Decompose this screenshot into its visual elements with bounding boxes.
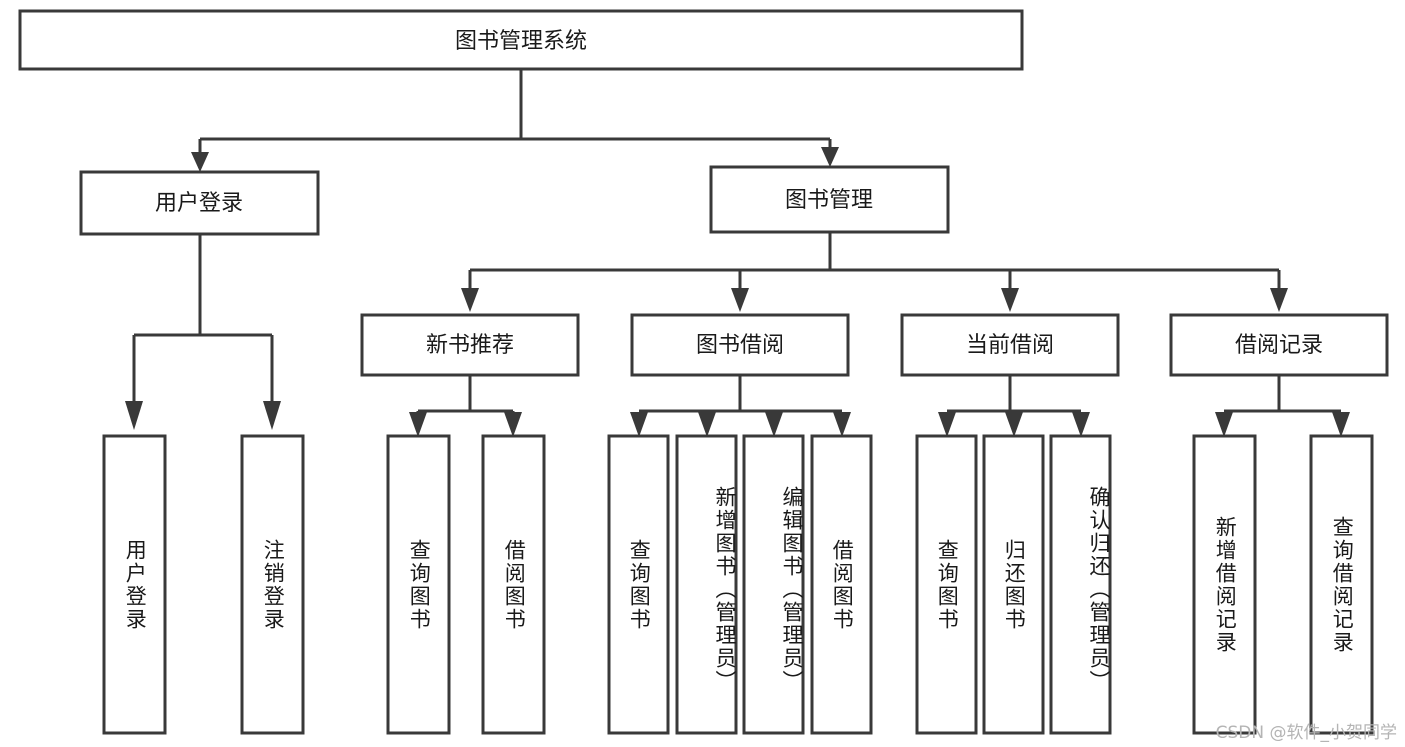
edge-group-current-borrow xyxy=(938,375,1090,437)
arrow-cb-to-l3 xyxy=(1072,412,1090,437)
arrow-bb-to-l2 xyxy=(698,412,716,437)
leaf-box-borrow-book-1[interactable] xyxy=(481,434,546,735)
user-login-box[interactable] xyxy=(79,170,320,236)
leaf-box-logout[interactable] xyxy=(240,434,305,735)
arrow-bm-to-record xyxy=(1270,288,1288,312)
arrow-bb-to-l3 xyxy=(765,412,783,437)
root-label: 图书管理系统 xyxy=(455,29,587,54)
node-user-login[interactable]: 用户登录 xyxy=(79,170,320,236)
edge-group-new-book-rec xyxy=(409,375,522,437)
leaf-box-query-book-2[interactable] xyxy=(607,434,670,735)
arrow-root-to-book-manage xyxy=(821,147,839,167)
borrow-record-label: 借阅记录 xyxy=(1235,333,1323,358)
node-root[interactable]: 图书管理系统 xyxy=(18,9,1024,71)
leaf-box-confirm-return[interactable] xyxy=(1049,434,1112,735)
new-book-rec-label: 新书推荐 xyxy=(426,333,514,358)
node-book-manage[interactable]: 图书管理 xyxy=(709,165,950,234)
new-book-rec-box[interactable] xyxy=(360,313,580,377)
borrow-record-box[interactable] xyxy=(1169,313,1389,377)
arrow-br-to-l1 xyxy=(1215,412,1233,437)
edge-group-root xyxy=(191,69,839,172)
leaf-box-user-login[interactable] xyxy=(102,434,167,735)
leaf-box-query-book-3[interactable] xyxy=(915,434,978,735)
node-borrow-record[interactable]: 借阅记录 xyxy=(1169,313,1389,377)
user-login-label: 用户登录 xyxy=(155,191,243,216)
book-borrow-box[interactable] xyxy=(630,313,850,377)
arrow-cb-to-l1 xyxy=(938,412,956,437)
arrow-bm-to-current xyxy=(1001,288,1019,312)
arrow-bb-to-l1 xyxy=(630,412,648,437)
edge-group-book-manage xyxy=(461,232,1288,312)
leaf-boxes[interactable] xyxy=(102,434,1374,735)
leaf-box-add-record[interactable] xyxy=(1192,434,1257,735)
leaf-box-query-book-1[interactable] xyxy=(386,434,451,735)
book-manage-box[interactable] xyxy=(709,165,950,234)
csdn-watermark: CSDN @软件_小贺同学 xyxy=(1215,723,1397,743)
edge-group-borrow-record xyxy=(1215,375,1350,437)
book-manage-label: 图书管理 xyxy=(785,188,873,213)
arrow-cb-to-l2 xyxy=(1005,412,1023,437)
arrow-bm-to-borrow xyxy=(731,288,749,312)
leaf-box-return-book[interactable] xyxy=(982,434,1045,735)
leaf-box-add-book[interactable] xyxy=(675,434,738,735)
leaf-box-query-record[interactable] xyxy=(1309,434,1374,735)
leaf-box-edit-book[interactable] xyxy=(742,434,805,735)
node-new-book-rec[interactable]: 新书推荐 xyxy=(360,313,580,377)
root-box[interactable] xyxy=(18,9,1024,71)
edge-group-user-login xyxy=(125,234,281,430)
arrow-bm-to-newbook xyxy=(461,288,479,312)
arrow-root-to-user-login xyxy=(191,152,209,172)
leaf-box-borrow-book-2[interactable] xyxy=(810,434,873,735)
arrow-ul-to-leaf1 xyxy=(125,401,143,430)
arrow-bb-to-l4 xyxy=(833,412,851,437)
arrow-ul-to-leaf2 xyxy=(263,401,281,430)
edge-group-book-borrow xyxy=(630,375,851,437)
book-borrow-label: 图书借阅 xyxy=(696,333,784,358)
arrow-nb-to-l2 xyxy=(504,412,522,437)
node-current-borrow[interactable]: 当前借阅 xyxy=(900,313,1120,377)
current-borrow-box[interactable] xyxy=(900,313,1120,377)
current-borrow-label: 当前借阅 xyxy=(966,333,1054,358)
arrow-nb-to-l1 xyxy=(409,412,427,437)
node-book-borrow[interactable]: 图书借阅 xyxy=(630,313,850,377)
arrow-br-to-l2 xyxy=(1332,412,1350,437)
